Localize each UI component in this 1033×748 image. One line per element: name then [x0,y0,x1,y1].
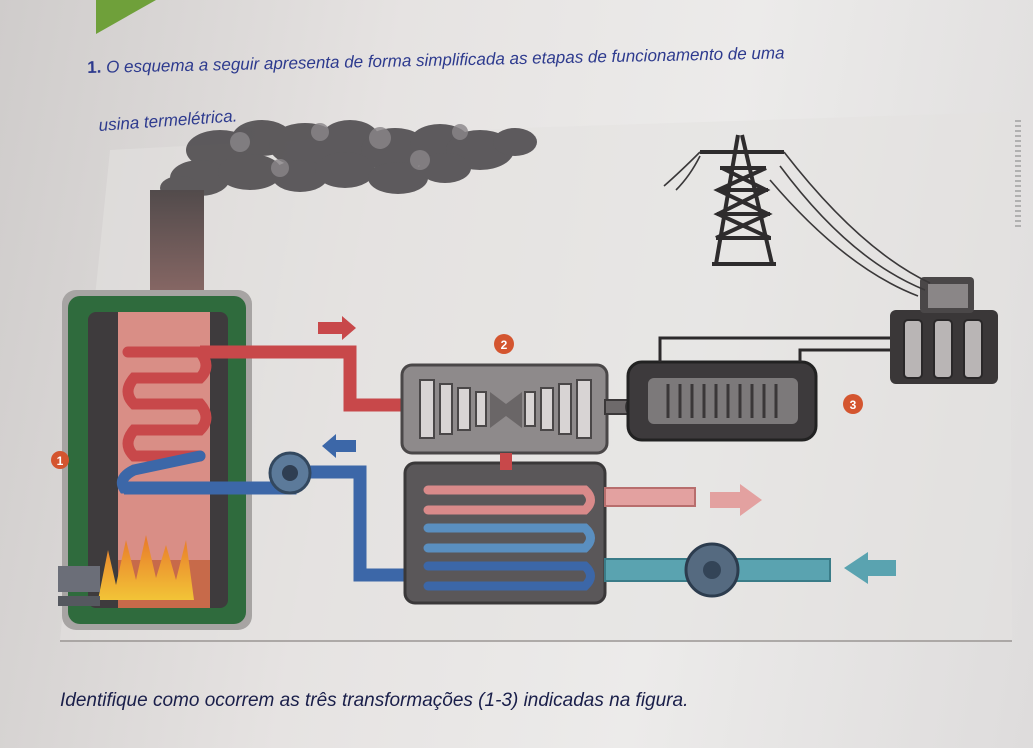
fuel-inlet [58,566,100,592]
transmission-tower [700,134,784,266]
svg-text:1: 1 [57,454,64,468]
steam-pipe [200,345,410,412]
margin-credit-text [1015,120,1021,230]
corner-leaf-decoration [96,0,156,34]
power-lines [663,151,931,297]
marker-1: 1 [51,451,69,469]
cooling-out-arrow [710,484,762,516]
flames [98,535,194,600]
cooling-in-arrow [844,552,896,584]
thermoelectric-plant-diagram: 1 2 3 [51,112,1012,642]
svg-text:2: 2 [501,338,508,352]
steam-arrow [318,316,356,340]
marker-2: 2 [494,334,514,354]
return-pipe [124,465,420,582]
boiler-cold-coil [116,450,206,494]
instruction-text: Identifique como ocorrem as três transfo… [60,690,689,711]
boiler-hot-coil [122,346,212,462]
turbine-blades [419,379,592,439]
svg-text:3: 3 [850,398,857,412]
generator-cables [658,336,890,362]
return-arrow [322,434,356,458]
cooling-hot-outlet [604,487,696,507]
marker-3: 3 [843,394,863,414]
